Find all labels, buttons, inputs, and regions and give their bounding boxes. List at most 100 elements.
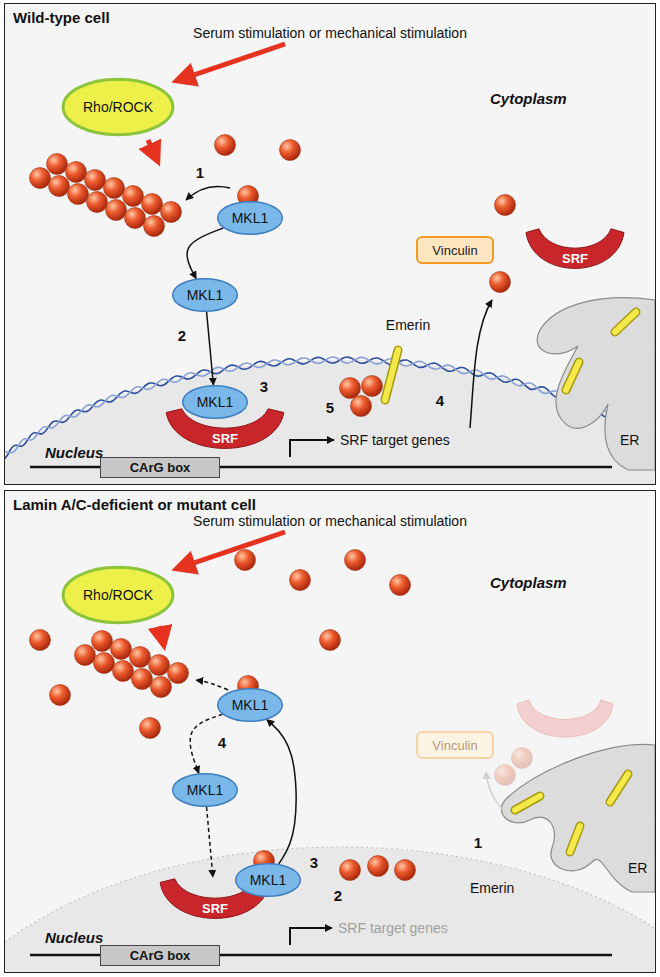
actin-sphere [132, 669, 153, 690]
mkl1-protein: MKL1 [172, 773, 238, 807]
organelle-label: ER [620, 432, 639, 448]
mkl1-protein: MKL1 [217, 201, 283, 235]
cell-panel: Lamin A/C-deficient or mutant cellRho/RO… [4, 490, 656, 973]
actin-sphere [512, 748, 533, 769]
callout-number: 2 [178, 327, 186, 344]
transcription-arrow [290, 440, 334, 457]
mkl1-protein: MKL1 [235, 863, 301, 897]
actin-sphere [47, 154, 68, 175]
actin-sphere [66, 162, 87, 183]
actin-sphere [140, 718, 161, 739]
actin-sphere [168, 663, 189, 684]
actin-sphere [94, 653, 115, 674]
callout-number: 5 [326, 399, 334, 416]
node-text: Rho/ROCK [83, 587, 153, 603]
protein-label: Emerin [386, 317, 430, 333]
actin-sphere [92, 631, 113, 652]
endoplasmic-reticulum [501, 744, 655, 892]
crescent-outline [165, 407, 285, 453]
panel-title: Lamin A/C-deficient or mutant cell [13, 496, 256, 513]
node-text: CArG box [130, 460, 191, 475]
actin-sphere [495, 765, 516, 786]
actin-sphere [362, 376, 383, 397]
actin-sphere [151, 677, 172, 698]
region-label: Nucleus [45, 444, 103, 461]
expression-arrow [470, 300, 492, 428]
arrow [267, 720, 296, 864]
panel-title: Wild-type cell [13, 9, 110, 26]
rho-rock-ellipse: Rho/ROCK [62, 566, 174, 624]
organelle-label: ER [628, 860, 647, 876]
actin-sphere [142, 194, 163, 215]
actin-sphere [68, 184, 89, 205]
actin-sphere [113, 661, 134, 682]
region-label: Nucleus [45, 929, 103, 946]
stimulus-arrow [176, 44, 285, 81]
actin-sphere [30, 630, 51, 651]
stimulus-text: Serum stimulation or mechanical stimulat… [193, 25, 467, 41]
actin-sphere [125, 208, 146, 229]
actin-sphere [123, 186, 144, 207]
callout-number: 3 [260, 378, 268, 395]
node-text: SRF [202, 901, 228, 916]
arrow [187, 228, 223, 279]
actin-sphere [104, 178, 125, 199]
nucleus [5, 360, 655, 484]
actin-sphere [106, 200, 127, 221]
node-text: Vinculin [432, 738, 477, 753]
actin-sphere [495, 195, 516, 216]
region-label: Cytoplasm [490, 574, 567, 591]
rho-rock-ellipse: Rho/ROCK [62, 78, 174, 136]
actin-sphere [340, 378, 361, 399]
actin-sphere [130, 647, 151, 668]
release-arrow [186, 187, 230, 201]
stimulus-arrow [176, 532, 285, 569]
node-text: CArG box [130, 948, 191, 963]
nuclear-lamina [5, 357, 655, 484]
actin-sphere [390, 575, 411, 596]
crescent-outline [525, 227, 625, 273]
carg-box: CArG box [100, 457, 220, 478]
mkl1-protein: MKL1 [217, 688, 283, 722]
actin-sphere [340, 860, 361, 881]
callout-number: 1 [196, 164, 204, 181]
transcription-arrow [290, 928, 332, 945]
actin-sphere [161, 202, 182, 223]
actin-sphere [215, 135, 236, 156]
node-text: SRF [212, 431, 238, 446]
actin-sphere [75, 645, 96, 666]
polymerization-arrow [148, 140, 158, 162]
callout-number: 4 [436, 392, 444, 409]
actin-sphere [320, 630, 341, 651]
endoplasmic-reticulum [537, 298, 655, 470]
dashed-arrow [207, 807, 213, 877]
actin-sphere [49, 176, 70, 197]
actin-sphere [111, 639, 132, 660]
release-arrow [196, 680, 228, 690]
node-text: MKL1 [232, 697, 269, 713]
vinculin-box-faded: Vinculin [416, 731, 494, 759]
protein-label: Emerin [470, 880, 514, 896]
srf-protein: SRF [525, 227, 625, 273]
actin-sphere [280, 140, 301, 161]
callout-number: 2 [334, 887, 342, 904]
dashed-arrow [190, 714, 222, 773]
gene-label-faded: SRF target genes [338, 920, 448, 936]
node-text: MKL1 [250, 872, 287, 888]
gene-label: SRF target genes [340, 432, 450, 448]
callout-number: 4 [218, 734, 226, 751]
node-text: Rho/ROCK [83, 99, 153, 115]
node-text: SRF [562, 251, 588, 266]
actin-sphere [149, 655, 170, 676]
actin-sphere [30, 168, 51, 189]
actin-sphere [144, 216, 165, 237]
arrow [207, 312, 214, 385]
mkl1-protein: MKL1 [182, 385, 248, 419]
actin-sphere [235, 550, 256, 571]
carg-box: CArG box [100, 945, 220, 966]
callout-number: 1 [474, 834, 482, 851]
emerin-protein [385, 312, 636, 852]
lamina-strand [5, 357, 655, 484]
